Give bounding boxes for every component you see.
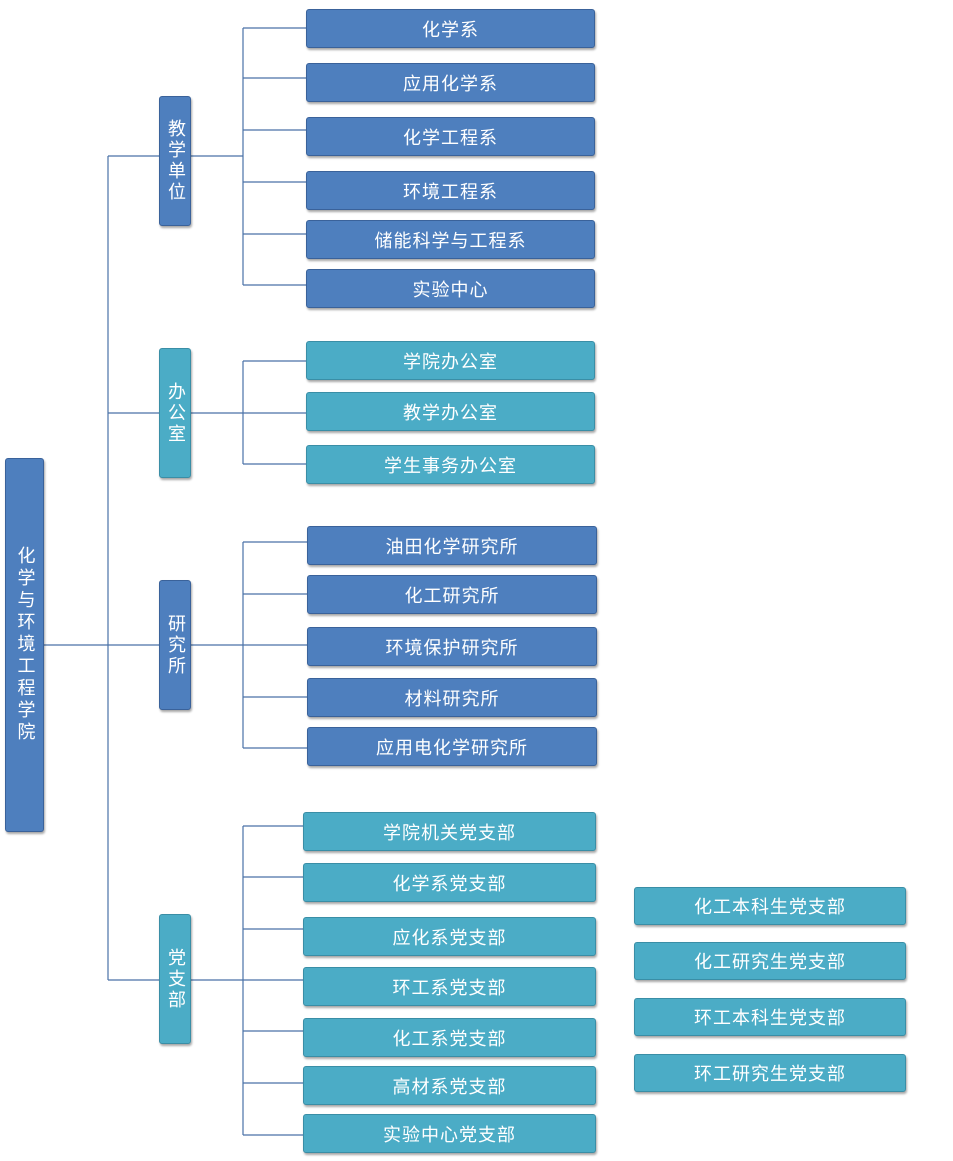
node-teaching-office: 教学办公室 [306, 392, 595, 431]
node-chemical-engineering-dept: 化学工程系 [306, 117, 595, 156]
category-teaching-units: 教学单位 [159, 96, 191, 226]
root-node: 化学与环境工程学院 [5, 458, 44, 832]
node-chem-eng-undergrad-party-branch: 化工本科生党支部 [634, 887, 906, 925]
category-offices: 办公室 [159, 348, 191, 478]
node-env-eng-grad-party-branch: 环工研究生党支部 [634, 1054, 906, 1092]
node-college-admin-party-branch: 学院机关党支部 [303, 812, 596, 851]
node-environmental-engineering-dept: 环境工程系 [306, 171, 595, 210]
node-env-eng-undergrad-party-branch: 环工本科生党支部 [634, 998, 906, 1036]
node-chemical-engineering-institute: 化工研究所 [307, 575, 597, 614]
node-student-affairs-office: 学生事务办公室 [306, 445, 595, 484]
node-chemistry-dept: 化学系 [306, 9, 595, 48]
node-environmental-protection-institute: 环境保护研究所 [307, 627, 597, 666]
node-lab-center: 实验中心 [306, 269, 595, 308]
node-energy-storage-dept: 储能科学与工程系 [306, 220, 595, 259]
node-applied-chemistry-dept: 应用化学系 [306, 63, 595, 102]
node-oilfield-chemistry-institute: 油田化学研究所 [307, 526, 597, 565]
node-applied-chem-party-branch: 应化系党支部 [303, 917, 596, 956]
node-materials-institute: 材料研究所 [307, 678, 597, 717]
node-polymer-materials-party-branch: 高材系党支部 [303, 1066, 596, 1105]
node-college-office: 学院办公室 [306, 341, 595, 380]
node-env-eng-party-branch: 环工系党支部 [303, 967, 596, 1006]
category-institutes: 研究所 [159, 580, 191, 710]
category-party-branches: 党支部 [159, 914, 191, 1044]
node-chem-eng-grad-party-branch: 化工研究生党支部 [634, 942, 906, 980]
node-chemistry-dept-party-branch: 化学系党支部 [303, 863, 596, 902]
node-lab-center-party-branch: 实验中心党支部 [303, 1114, 596, 1153]
node-chem-eng-party-branch: 化工系党支部 [303, 1018, 596, 1057]
node-applied-electrochemistry-institute: 应用电化学研究所 [307, 727, 597, 766]
